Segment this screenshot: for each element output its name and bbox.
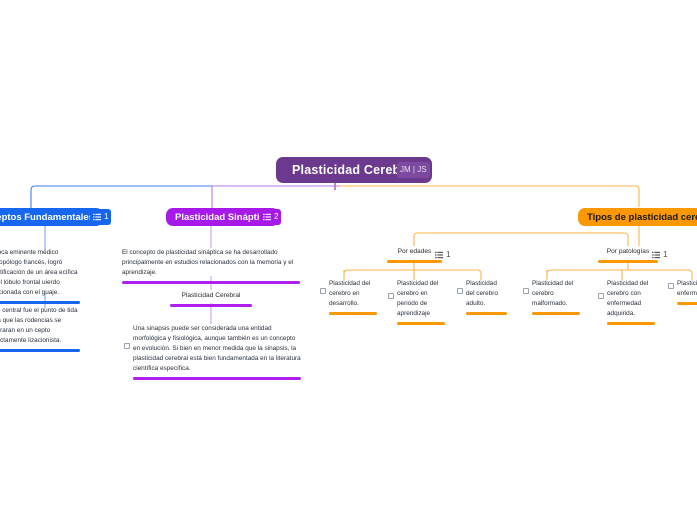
checkbox-icon[interactable]: [124, 342, 130, 349]
checkbox-icon[interactable]: [523, 287, 529, 294]
group-por-patologias-count: 1: [663, 250, 668, 259]
note-left-2[interactable]: urco central fue el punto de tida para q…: [0, 306, 80, 352]
branch-tipos-label: Tipos de plasticidad cerebral: [587, 211, 697, 223]
group-por-patologias[interactable]: Por patologías: [598, 247, 658, 264]
note-left-1-underline: [0, 300, 80, 304]
note-left-2-underline: [0, 348, 80, 352]
leaf-cerebro-desarrollo-underline: [329, 311, 377, 315]
branch-sinaptica-count-badge[interactable]: 2: [260, 209, 282, 225]
leaf-enfermedad-adquirida-text: Plasticidad del cerebro con enfermedad a…: [607, 280, 649, 317]
root-node-label: Plasticidad Cerebral: [292, 163, 417, 177]
leaf-enfermedades-metabolicas-text: Plastici neuron enferm metabó: [677, 280, 697, 297]
note-center-2[interactable]: Una sinapsis puede ser considerada una e…: [124, 324, 301, 380]
branch-conceptos-count: 1: [104, 212, 109, 221]
subnode-plasticidad-cerebral-label: Plasticidad Cerebral: [181, 292, 241, 299]
leaf-cerebro-malformado-text: Plasticidad del cerebro malformado.: [532, 280, 574, 307]
group-por-patologias-count-badge[interactable]: 1: [649, 247, 670, 263]
leaf-cerebro-aprendizaje[interactable]: Plasticidad del cerebro en periodo de ap…: [388, 279, 445, 325]
note-center-1[interactable]: El concepto de plasticidad sináptica se …: [122, 248, 300, 284]
root-authors-badge[interactable]: JM | JS: [397, 162, 430, 178]
branch-conceptos-fundamentales[interactable]: ceptos Fundamentales: [0, 208, 103, 226]
leaf-enfermedad-adquirida[interactable]: Plasticidad del cerebro con enfermedad a…: [598, 279, 655, 325]
note-center-2-text: Una sinapsis puede ser considerada una e…: [133, 325, 301, 372]
leaf-cerebro-adulto[interactable]: Plasticidad del cerebro adulto.: [457, 279, 507, 315]
leaf-cerebro-adulto-underline: [466, 311, 507, 315]
subnode-plasticidad-cerebral-underline: [170, 304, 252, 308]
leaf-cerebro-malformado[interactable]: Plasticidad del cerebro malformado.: [523, 279, 580, 315]
checkbox-icon[interactable]: [457, 287, 463, 294]
note-left-1-text: l Broca eminente médico antropólogo fran…: [0, 249, 78, 296]
branch-tipos-plasticidad[interactable]: Tipos de plasticidad cerebral: [578, 208, 697, 226]
leaf-enfermedad-adquirida-underline: [607, 321, 655, 325]
leaf-cerebro-desarrollo[interactable]: Plasticidad del cerebro en desarrollo.: [320, 279, 377, 315]
note-center-1-text: El concepto de plasticidad sináptica se …: [122, 249, 294, 276]
leaf-cerebro-malformado-underline: [532, 311, 580, 315]
group-por-edades[interactable]: Por edades: [387, 247, 442, 264]
leaf-enfermedades-metabolicas-underline: [677, 301, 697, 305]
list-icon: [435, 251, 443, 259]
group-por-edades-underline: [387, 260, 442, 264]
list-icon: [263, 213, 271, 221]
leaf-cerebro-desarrollo-text: Plasticidad del cerebro en desarrollo.: [329, 280, 371, 307]
note-left-1[interactable]: l Broca eminente médico antropólogo fran…: [0, 248, 80, 304]
branch-sinaptica-count: 2: [274, 212, 279, 221]
note-left-2-text: urco central fue el punto de tida para q…: [0, 307, 78, 344]
group-por-edades-label: Por edades: [397, 248, 432, 255]
group-por-patologias-underline: [598, 260, 658, 264]
subnode-plasticidad-cerebral[interactable]: Plasticidad Cerebral: [170, 291, 252, 308]
note-center-1-underline: [122, 280, 300, 284]
checkbox-icon[interactable]: [320, 287, 326, 294]
checkbox-icon[interactable]: [598, 292, 604, 299]
group-por-edades-count-badge[interactable]: 1: [432, 247, 453, 263]
leaf-cerebro-adulto-text: Plasticidad del cerebro adulto.: [466, 280, 498, 307]
list-icon: [652, 251, 660, 259]
leaf-enfermedades-metabolicas[interactable]: Plastici neuron enferm metabó: [668, 279, 697, 305]
root-authors-text: JM | JS: [400, 165, 427, 174]
group-por-patologias-label: Por patologías: [606, 248, 650, 255]
branch-plasticidad-sinaptica[interactable]: Plasticidad Sináptica: [166, 208, 280, 226]
branch-conceptos-label: ceptos Fundamentales: [0, 211, 94, 223]
checkbox-icon[interactable]: [388, 292, 394, 299]
leaf-cerebro-aprendizaje-text: Plasticidad del cerebro en periodo de ap…: [397, 280, 439, 317]
branch-conceptos-count-badge[interactable]: 1: [90, 209, 112, 225]
list-icon: [93, 213, 101, 221]
checkbox-icon[interactable]: [668, 282, 674, 289]
note-center-2-underline: [133, 376, 301, 380]
leaf-cerebro-aprendizaje-underline: [397, 321, 445, 325]
branch-sinaptica-label: Plasticidad Sináptica: [175, 211, 271, 223]
group-por-edades-count: 1: [446, 250, 451, 259]
